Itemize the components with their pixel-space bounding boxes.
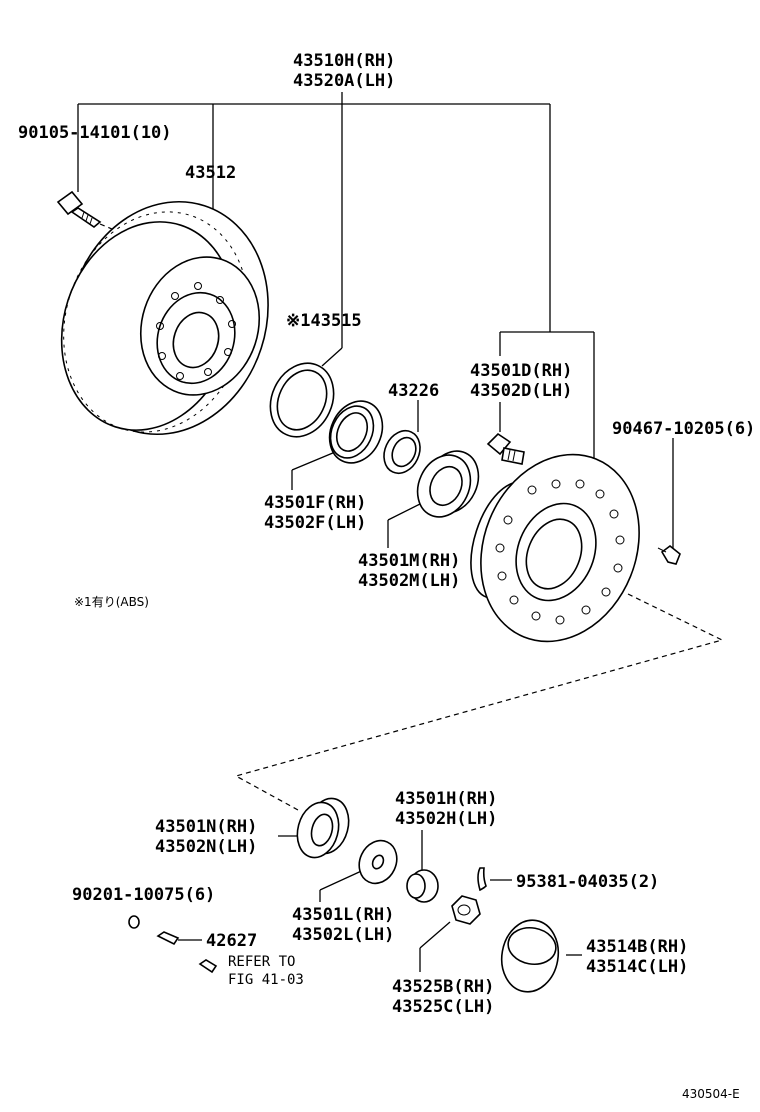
oil-seal-part xyxy=(328,400,384,464)
label-figure-id: 430504-E xyxy=(682,1087,740,1101)
label-lock-nut-lh: 43525C(LH) xyxy=(392,997,494,1017)
inner-bearing-part xyxy=(416,450,480,518)
outer-bearing-part xyxy=(296,797,350,859)
label-screw: 90467-10205(6) xyxy=(612,419,755,439)
label-refer-2: FIG 41-03 xyxy=(228,972,304,988)
label-inner-bearing-lh: 43502M(LH) xyxy=(358,571,460,591)
label-hub-rh: 43501D(RH) xyxy=(470,361,572,381)
cotter-pin-part xyxy=(477,867,487,892)
small-fasteners-part xyxy=(128,915,218,974)
label-assy-rh: 43510H(RH) xyxy=(293,51,395,71)
label-lock-nut-rh: 43525B(RH) xyxy=(392,977,494,997)
label-abs-note: ※1有り(ABS) xyxy=(74,595,149,609)
part-labels: 43510H(RH) 43520A(LH) 90105-14101(10) 43… xyxy=(18,51,755,1101)
label-disc: 43512 xyxy=(185,163,236,183)
label-oil-seal-lh: 43502F(LH) xyxy=(264,513,366,533)
label-nut: 90201-10075(6) xyxy=(72,885,215,905)
axle-hub-part xyxy=(470,453,640,643)
hub-cap-part xyxy=(500,919,560,993)
lock-nut-part xyxy=(451,895,481,925)
abs-ring-part xyxy=(269,362,335,438)
hub-stud-part xyxy=(486,432,525,465)
label-retainer-rh: 43501H(RH) xyxy=(395,789,497,809)
label-outer-bearing-rh: 43501N(RH) xyxy=(155,817,257,837)
label-inner-bearing-rh: 43501M(RH) xyxy=(358,551,460,571)
label-oil-seal-rh: 43501F(RH) xyxy=(264,493,366,513)
label-cap-rh: 43514B(RH) xyxy=(586,937,688,957)
leader-lines xyxy=(77,92,724,972)
label-assy-lh: 43520A(LH) xyxy=(293,71,395,91)
label-abs-ring: ※143515 xyxy=(286,311,362,331)
label-outer-bearing-lh: 43502N(LH) xyxy=(155,837,257,857)
spacer-part xyxy=(383,430,421,474)
label-spacer: 43226 xyxy=(388,381,439,401)
label-stud: 42627 xyxy=(206,931,257,951)
label-cotter-pin: 95381-04035(2) xyxy=(516,872,659,892)
label-cap-lh: 43514C(LH) xyxy=(586,957,688,977)
screw-part xyxy=(657,544,681,565)
brake-disc-part xyxy=(60,200,269,436)
label-bolt: 90105-14101(10) xyxy=(18,123,172,143)
label-washer-rh: 43501L(RH) xyxy=(292,905,394,925)
retainer-part xyxy=(406,869,439,903)
washer-part xyxy=(358,839,398,885)
label-refer-1: REFER TO xyxy=(228,954,295,970)
label-retainer-lh: 43502H(LH) xyxy=(395,809,497,829)
label-hub-lh: 43502D(LH) xyxy=(470,381,572,401)
label-washer-lh: 43502L(LH) xyxy=(292,925,394,945)
